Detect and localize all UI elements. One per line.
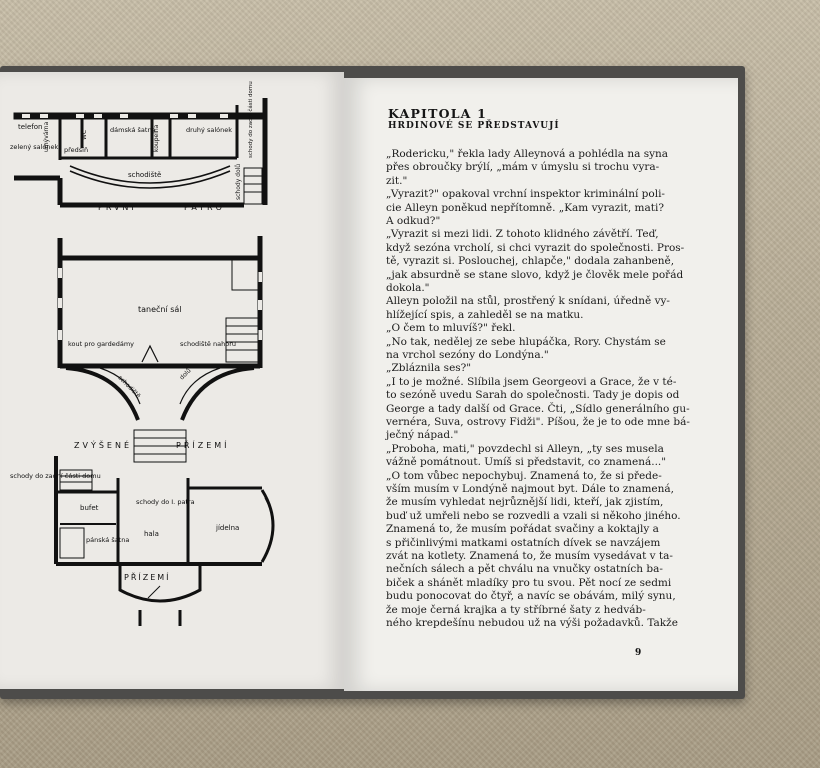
text-line: budu ponocovat do čtyř, a navíc se obává… [386, 590, 676, 603]
label-zeleny-salonek: zelený salónek [10, 143, 59, 151]
label-bufet: bufet [80, 504, 99, 512]
text-line: „Proboha, mati," povzdechl si Alleyn, „t… [386, 442, 664, 455]
label-damska-satna: dámská šatna [110, 126, 156, 134]
text-line: to sezóně uvedu Sarah do společnosti. Ta… [386, 389, 680, 402]
label-wc: WC [81, 130, 88, 140]
label-druhy-salonek: druhý salónek [186, 126, 232, 134]
text-line: když sezóna vrcholí, si chci vyrazit do … [386, 241, 685, 254]
page-number: 9 [635, 648, 642, 658]
label-prvni: PRVNÍ [98, 201, 137, 212]
text-line: „Rodericku," řekla lady Alleynová a pohl… [386, 148, 669, 160]
text-line: „Zbláznila ses?" [386, 362, 472, 375]
text-line: „O čem to mluvíš?" řekl. [386, 322, 516, 335]
label-kout-pro-gardedamy: kout pro gardedámy [68, 340, 134, 348]
text-line: buď už umřeli nebo se rozvedli a vzali s… [386, 509, 681, 522]
text-line: ječný nápad." [386, 429, 459, 442]
text-line: nečních sálech a pět chválu na vnučky os… [386, 563, 663, 576]
text-line: cie Alleyn poněkud nepřítomně. „Kam vyra… [386, 201, 664, 214]
text-line: „No tak, nedělej ze sebe hlupáčka, Rory.… [386, 335, 666, 348]
text-line: „O tom vůbec nepochybuj. Znamená to, že … [386, 469, 662, 482]
chapter-title: KAPITOLA 1 [388, 106, 488, 121]
text-line: na vrchol sezóny do Londýna." [386, 349, 549, 361]
text-line: hlížející spis, a zahleděl se na matku. [386, 308, 584, 321]
label-predsin: předsíň [64, 146, 88, 154]
text-line: že moje černá krajka a ty stříbrné šaty … [386, 603, 646, 616]
label-schody-do-patra: schody do I. patra [136, 498, 195, 506]
label-schody-dolu: schody dolů [235, 164, 242, 200]
text-line: George a tady další od Grace. Čti, „Sídl… [386, 402, 690, 415]
label-jidelna: jídelna [215, 524, 239, 532]
label-umyvarna: umývárna [43, 121, 50, 152]
text-line: A odkud?" [386, 215, 441, 227]
label-koupelna: koupelna [153, 124, 160, 152]
text-line: zit." [386, 174, 408, 187]
label-schody-zadni-top: schody do zadní části domu [247, 81, 254, 158]
label-patro: PATRO [184, 203, 225, 212]
left-page [0, 72, 344, 689]
text-line: Znamená to, že musím pořádat svačiny a k… [386, 523, 659, 536]
text-line: vážně pomátnout. Umíš si představit, co … [386, 456, 667, 469]
label-tanecni-sal: taneční sál [138, 304, 182, 314]
label-panska-satna: pánská šatna [86, 536, 129, 544]
text-line: vernéra, Suva, ostrovy Fidži". Píšou, že… [386, 416, 690, 428]
first-floor-plan: telefon umývárna WC zelený salónek předs… [10, 81, 268, 212]
text-line: ného krepdešínu nebudou už na výši požad… [386, 617, 678, 629]
label-prizemi-mid: PŘÍZEMÍ [176, 439, 230, 450]
label-hala: hala [144, 530, 159, 538]
text-line: vším musím v Londýně najmout byt. Dále t… [386, 483, 675, 495]
chapter-subtitle: HRDINOVÉ SE PŘEDSTAVUJÍ [388, 121, 560, 131]
ground-floor-plan: schody do zadní části domu schody do I. … [10, 456, 275, 626]
label-schodiste-dolu-b: dolů [178, 367, 192, 381]
text-line: „jak absurdně se stane slovo, když je čl… [386, 268, 684, 281]
label-schodiste-dolu-a: schodiště [117, 374, 142, 399]
text-line: Alleyn položil na stůl, prostřený k sníd… [386, 295, 670, 308]
label-schodiste-top: schodiště [128, 171, 161, 179]
label-schody-zadni-left: schody do zadní části domu [10, 472, 101, 480]
text-line: „I to je možné. Slíbila jsem Georgeovi a… [386, 375, 677, 388]
label-schodiste-nahoru: schodiště nahoru [180, 340, 236, 348]
text-line: „Vyrazit si mezi lidi. Z tohoto klidného… [386, 228, 659, 241]
text-line: přes obroučky brýlí, „mám v úmyslu si tr… [386, 161, 660, 174]
text-line: s přičinlivými matkami ostatních dívek s… [386, 536, 661, 549]
right-page [344, 78, 738, 691]
text-line: zvát na kotlety. Znamená to, že musím vy… [386, 550, 673, 562]
label-telefon: telefon [18, 123, 43, 131]
text-line: biček a shánět mladíky pro tu svou. Pět … [386, 576, 672, 589]
text-line: že musím vyhledat nejrůznější lidi, kteř… [386, 496, 664, 509]
label-zvysene: ZVÝŠENÉ [74, 439, 132, 450]
label-prizemi-bottom: PŘÍZEMÍ [124, 571, 171, 582]
text-line: „Vyrazit?" opakoval vrchní inspektor kri… [386, 188, 665, 201]
text-line: dokola." [386, 282, 430, 294]
ballroom-floor-plan: taneční sál kout pro gardedámy schodiště… [57, 236, 263, 463]
text-line: tě, vyrazit si. Poslouchej, chlapče," do… [386, 255, 675, 268]
